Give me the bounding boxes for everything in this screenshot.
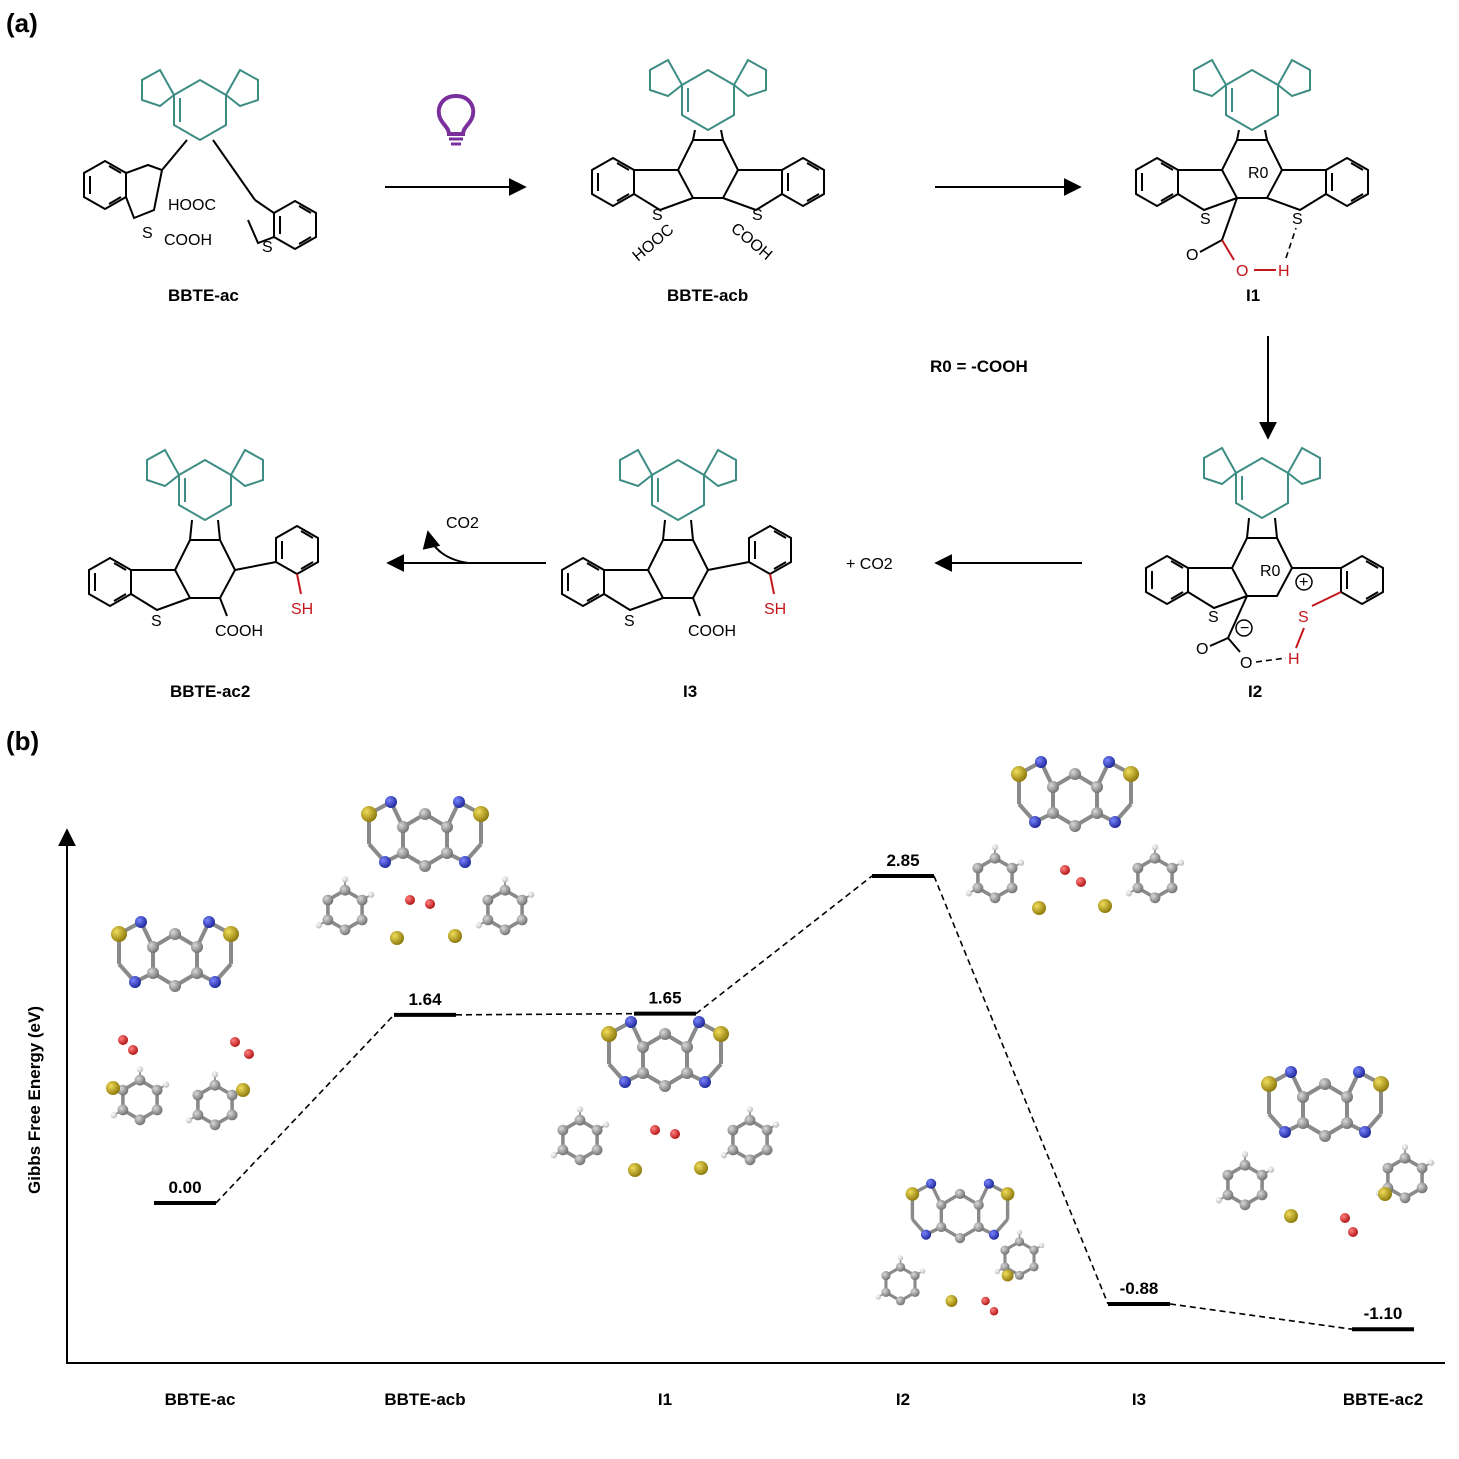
x-label-bbte-ac: BBTE-ac [165, 1390, 236, 1409]
bbte-acb-cooh: COOH [727, 220, 775, 264]
molecule-3d-i1 [548, 1014, 782, 1177]
molecule-3d-bbte-ac [106, 914, 254, 1132]
o-atom: O [1240, 655, 1252, 672]
structure-i1: S S R0 O O H [1135, 59, 1369, 280]
o-atom: O [1186, 247, 1198, 264]
s-atom: S [1298, 609, 1309, 626]
s-atom: S [624, 613, 635, 630]
x-label-bbte-acb: BBTE-acb [384, 1390, 465, 1409]
s-atom: S [1208, 609, 1219, 626]
i3-thiol: SH [764, 601, 786, 618]
energy-value-bbte-ac: 0.00 [168, 1178, 201, 1197]
s-atom: S [151, 613, 162, 630]
connector-2 [455, 1012, 635, 1016]
energy-value-bbte-ac2: -1.10 [1364, 1304, 1403, 1323]
x-axis-labels: BBTE-ac BBTE-acb I1 I2 I3 BBTE-ac2 [165, 1390, 1424, 1409]
connector-1 [215, 1014, 395, 1204]
r0-definition: R0 = -COOH [930, 357, 1028, 376]
bbte-ac2-thiol: SH [291, 601, 313, 618]
s-atom: S [142, 225, 153, 242]
molecule-3d-i2 [963, 754, 1187, 915]
light-bulb-icon [436, 93, 476, 146]
molecule-3d-i3 [874, 1176, 1046, 1316]
s-atom: S [262, 239, 273, 256]
bbte-ac-cooh: COOH [164, 232, 212, 249]
energy-value-i1: 1.65 [648, 989, 681, 1008]
i1-hydrogen: H [1278, 263, 1290, 280]
s-atom: S [752, 207, 763, 224]
structure-i2: S S R0 + − O O H [1145, 447, 1384, 672]
s-atom: S [1292, 211, 1303, 228]
connector-3 [695, 875, 873, 1015]
energy-value-i2: 2.85 [886, 851, 919, 870]
x-label-i3: I3 [1132, 1390, 1146, 1409]
bbte-ac-hooc: HOOC [168, 197, 216, 214]
x-label-i2: I2 [896, 1390, 910, 1409]
y-axis-label: Gibbs Free Energy (eV) [25, 1006, 44, 1194]
i2-r0: R0 [1260, 563, 1281, 580]
compound-name-bbte-acb: BBTE-acb [667, 286, 748, 305]
energy-levels: 0.00 1.64 1.65 2.85 -0.88 -1.10 [154, 851, 1414, 1332]
structure-bbte-acb: S S HOOC COOH [591, 59, 825, 265]
connector-4 [933, 875, 1109, 1305]
bbte-acb-hooc: HOOC [630, 221, 678, 265]
structure-bbte-ac: S S COOH HOOC [83, 69, 317, 256]
panel-b-label: (b) [6, 726, 39, 756]
molecule-3d-bbte-acb [313, 794, 537, 945]
energy-value-i3: -0.88 [1120, 1279, 1159, 1298]
molecule-3d-bbte-ac2 [1213, 1064, 1437, 1237]
i3-acid: COOH [688, 623, 736, 640]
compound-name-bbte-ac: BBTE-ac [168, 286, 239, 305]
bbte-ac2-acid: COOH [215, 623, 263, 640]
energy-value-bbte-acb: 1.64 [408, 990, 442, 1009]
compound-name-i2: I2 [1248, 682, 1262, 701]
compound-name-i3: I3 [683, 682, 697, 701]
i2-charge-plus: + [1299, 574, 1308, 591]
s-atom: S [1200, 211, 1211, 228]
structure-i3: S SH COOH [561, 449, 792, 640]
compound-name-bbte-ac2: BBTE-ac2 [170, 682, 250, 701]
x-label-i1: I1 [658, 1390, 672, 1409]
connector-5 [1169, 1303, 1353, 1331]
compound-name-i1: I1 [1246, 286, 1260, 305]
i2-charge-minus: − [1240, 620, 1249, 637]
i2-hydrogen: H [1288, 651, 1300, 668]
co2-label: CO2 [446, 515, 479, 532]
plus-co2: + CO2 [846, 556, 893, 573]
i1-r0: R0 [1248, 165, 1269, 182]
s-atom: S [652, 207, 663, 224]
o-atom: O [1196, 641, 1208, 658]
co2-release-arrow [422, 530, 469, 564]
x-label-bbte-ac2: BBTE-ac2 [1343, 1390, 1423, 1409]
panel-a-label: (a) [6, 8, 38, 38]
structure-bbte-ac2: S SH COOH [88, 449, 319, 640]
i1-oxygen: O [1236, 263, 1248, 280]
